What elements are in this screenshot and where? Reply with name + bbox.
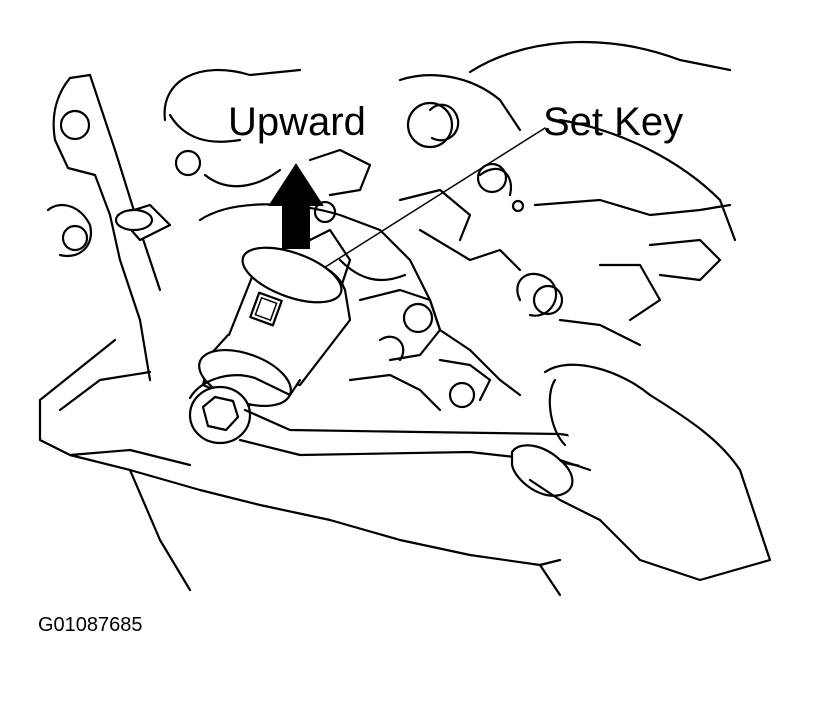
engine-casting: [38, 40, 737, 597]
figure-code: G01087685: [38, 614, 143, 636]
set-key-label: Set Key: [543, 100, 684, 144]
socket-tool: [188, 246, 352, 445]
upward-label: Upward: [228, 100, 366, 144]
hand: [510, 363, 772, 582]
upward-arrow-icon: [268, 163, 324, 249]
